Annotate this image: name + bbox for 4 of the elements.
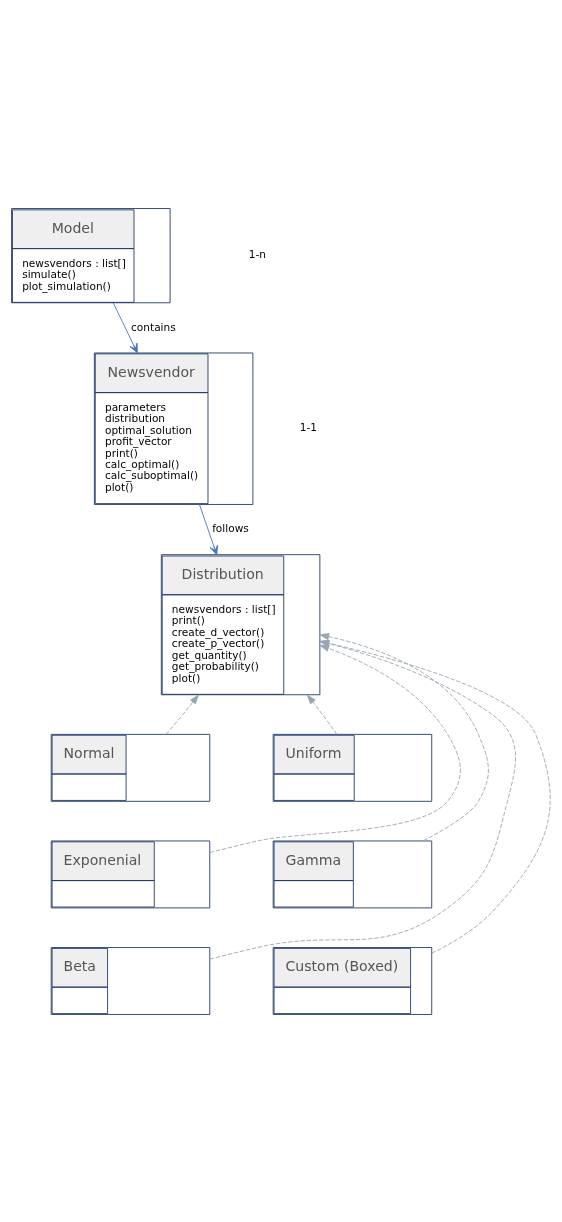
edge-label: contains: [131, 320, 176, 333]
edge-label: follows: [212, 521, 249, 534]
label: 1-1: [299, 420, 318, 433]
label: 1-n: [248, 247, 266, 260]
